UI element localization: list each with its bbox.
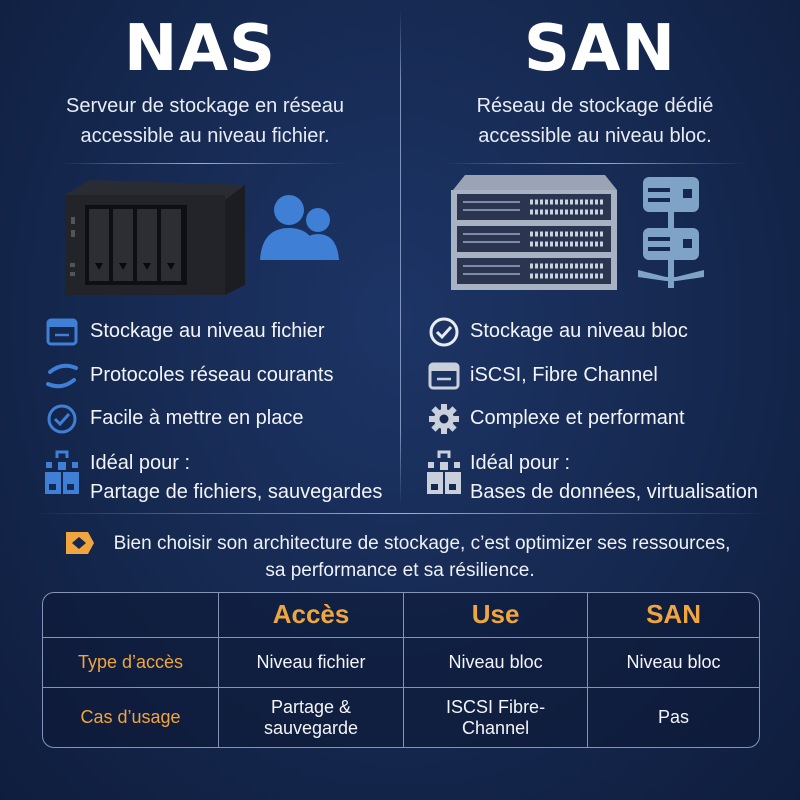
san-subtitle-1: Réseau de stockage dédié	[476, 95, 714, 117]
storage-drawer-icon	[428, 362, 460, 390]
hierarchy-icon	[45, 450, 79, 494]
section-divider	[30, 513, 770, 514]
table-header: SAN	[588, 593, 759, 638]
san-rack-illustration	[451, 175, 617, 290]
quote-line-2: sa performance et sa résilience.	[265, 560, 535, 581]
nas-title: NAS	[123, 12, 277, 86]
hierarchy-icon	[427, 450, 461, 494]
logo-icon	[66, 532, 94, 554]
users-icon	[260, 195, 339, 260]
ideal-value: Partage de fichiers, sauvegardes	[90, 481, 383, 503]
feature-label: Stockage au niveau bloc	[470, 320, 688, 342]
san-subtitle-2: accessible au niveau bloc.	[478, 125, 712, 147]
table-cell: Pas	[658, 707, 690, 728]
row-label: Type d’accès	[43, 638, 219, 688]
row-label: Cas d’usage	[43, 688, 219, 747]
table-header: Use	[404, 593, 589, 638]
table-cell: Niveau bloc	[404, 638, 589, 688]
check-circle-icon	[429, 317, 459, 347]
san-divider	[445, 163, 745, 164]
table-header	[43, 593, 219, 638]
nas-subtitle-1: Serveur de stockage en réseau	[66, 95, 344, 117]
table-header-row: Accès Use SAN	[43, 593, 759, 638]
table-cell: Niveau fichier	[219, 638, 405, 688]
ideal-label: Idéal pour :	[90, 452, 191, 474]
table-row: Type d’accès Niveau fichier Niveau bloc …	[43, 638, 759, 688]
ideal-label: Idéal pour :	[470, 452, 571, 474]
table-cell: ISCSI Fibre-Channel	[404, 688, 589, 747]
file-storage-icon	[46, 318, 78, 346]
table-row: Cas d’usage Partage & sauvegarde ISCSI F…	[43, 688, 759, 747]
feature-label: iSCSI, Fibre Channel	[470, 364, 658, 386]
ideal-value: Bases de données, virtualisation	[470, 481, 758, 503]
san-title: SAN	[523, 12, 677, 86]
nas-subtitle-2: accessible au niveau fichier.	[80, 125, 330, 147]
table-cell: Partage & sauvegarde	[219, 688, 405, 747]
quote-line-1: Bien choisir son architecture de stockag…	[113, 533, 731, 554]
feature-label: Protocoles réseau courants	[90, 364, 334, 386]
check-circle-icon	[47, 404, 77, 434]
nas-device-illustration	[65, 180, 245, 295]
comparison-table: Accès Use SAN Type d’accès Niveau fichie…	[42, 592, 760, 748]
table-header: Accès	[219, 593, 405, 638]
feature-label: Facile à mettre en place	[90, 407, 304, 429]
nas-divider	[60, 163, 345, 164]
table-cell: Niveau bloc	[588, 638, 759, 688]
feature-label: Stockage au niveau fichier	[90, 320, 325, 342]
gear-icon	[429, 404, 459, 434]
column-divider	[400, 10, 401, 505]
network-protocol-icon	[46, 363, 78, 389]
server-network-icon	[638, 177, 704, 288]
feature-label: Complexe et performant	[470, 407, 685, 429]
